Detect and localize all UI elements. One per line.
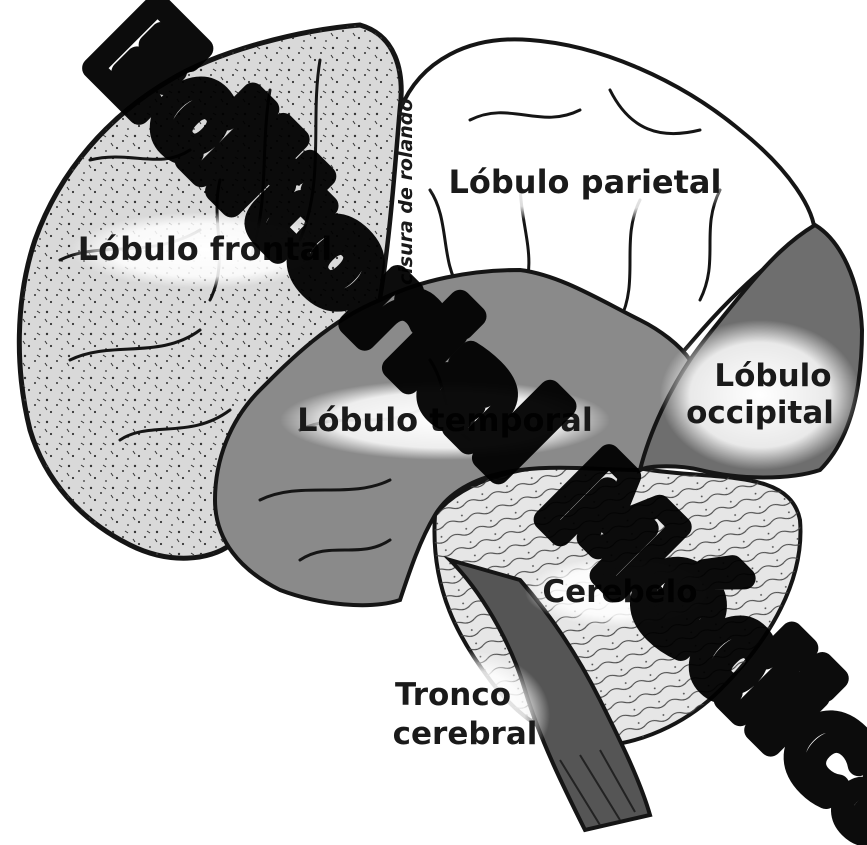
- occipital-lobe-label-line2: occipital: [686, 395, 834, 431]
- brainstem-label-line2: cerebral: [393, 716, 538, 752]
- brainstem-label-line1: Tronco: [395, 677, 511, 713]
- occipital-lobe-label-line1: Lóbulo: [714, 358, 831, 394]
- parietal-lobe-label: Lóbulo parietal: [449, 163, 722, 201]
